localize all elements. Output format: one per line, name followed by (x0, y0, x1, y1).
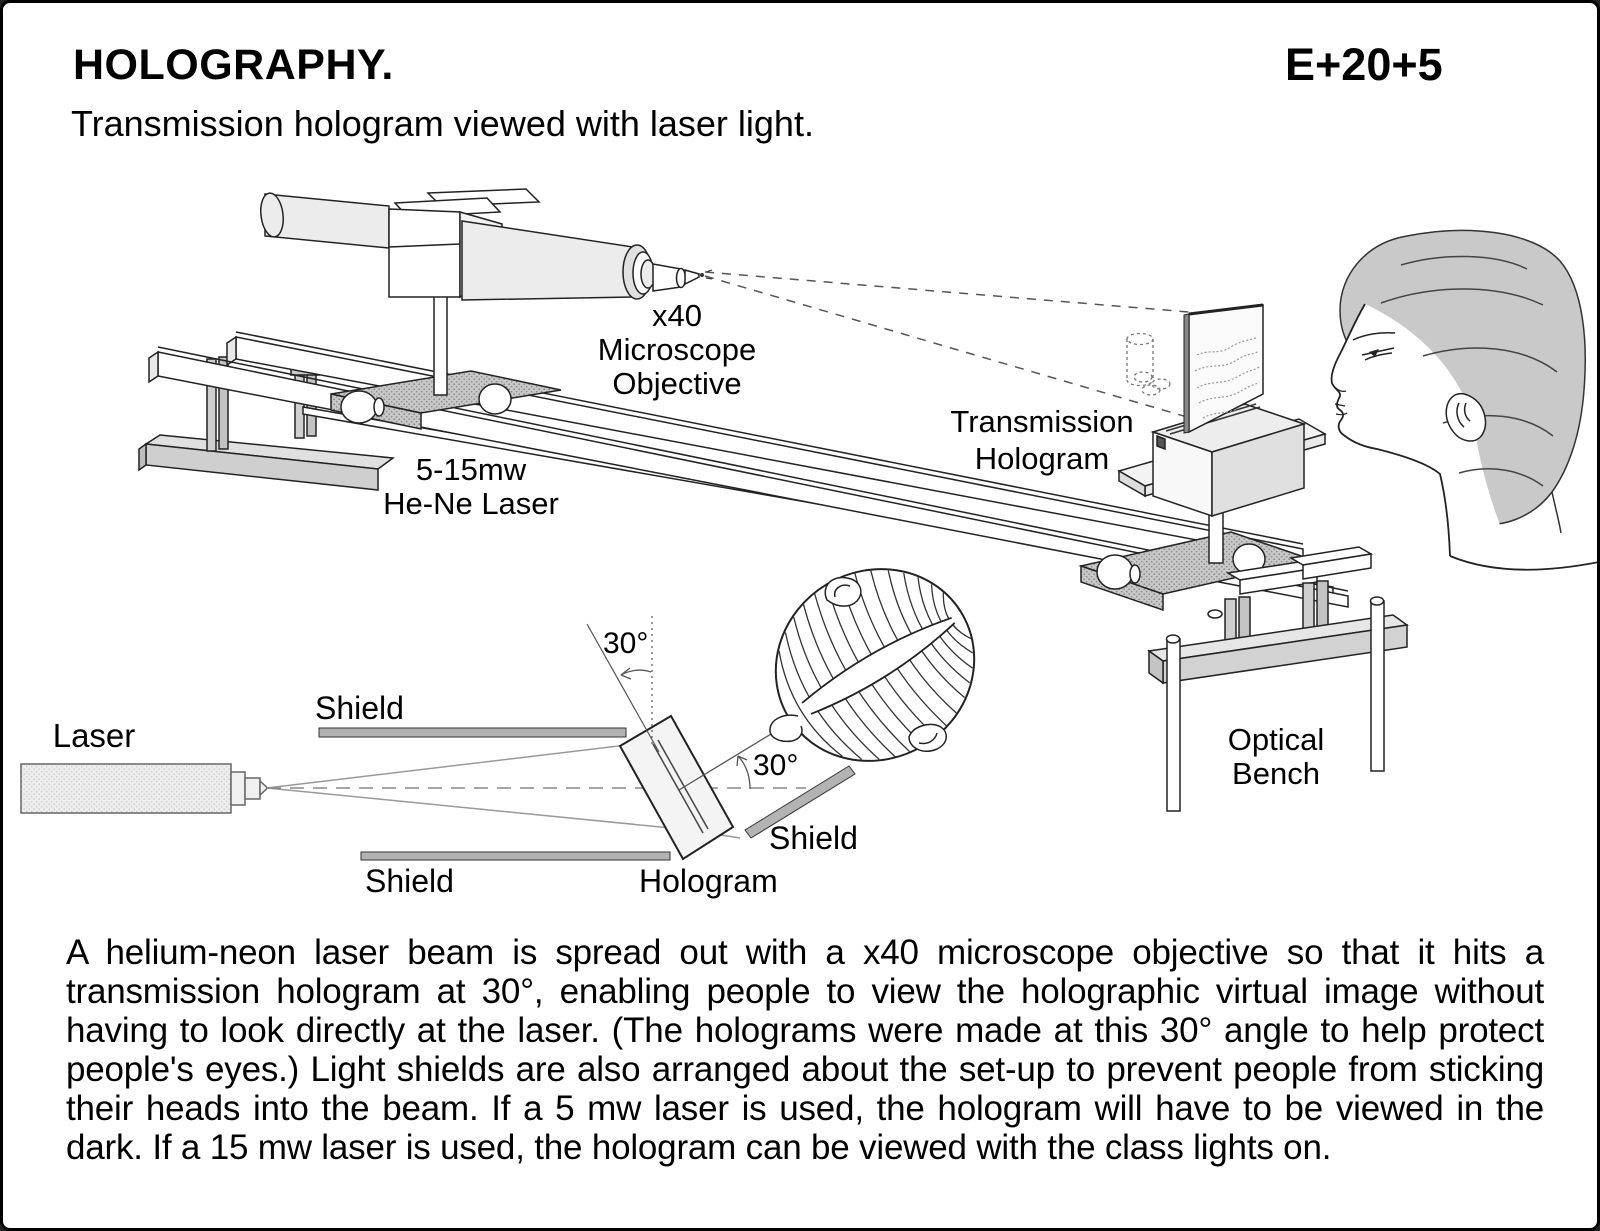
viewer-head-ears-nose (769, 576, 947, 752)
shield-right-bar (744, 765, 856, 839)
laser-mount-post (433, 294, 448, 396)
label-hene-laser: 5-15mw He-Ne Laser (383, 452, 559, 521)
hologram-holder-block (1150, 403, 1307, 518)
label-schematic-laser: Laser (52, 717, 136, 754)
label-angle-top: 30° (603, 627, 649, 660)
hologram-plate (1183, 303, 1264, 434)
label-angle-right: 30° (753, 749, 799, 782)
label-microscope-objective: x40 Microscope Objective (597, 298, 757, 401)
label-shield-bottom: Shield (365, 863, 454, 899)
page-title: HOLOGRAPHY. (73, 41, 394, 89)
schematic (20, 568, 976, 861)
viewer-head-top (774, 568, 976, 762)
label-shield-right: Shield (769, 820, 858, 856)
virtual-image-object (1126, 332, 1171, 396)
spread-beam-dashed (704, 271, 1190, 418)
page-code: E+20+5 (1285, 39, 1443, 90)
schematic-laser (20, 763, 268, 814)
viewer-ear (1445, 392, 1487, 442)
description-paragraph: A helium-neon laser beam is spread out w… (66, 933, 1544, 1167)
optical-bench-right-stand (1147, 546, 1409, 812)
label-optical-bench: Optical Bench (1227, 722, 1325, 791)
label-shield-top: Shield (315, 690, 404, 726)
page-subtitle: Transmission hologram viewed with laser … (71, 103, 814, 144)
viewer-eye (1352, 332, 1396, 361)
hologram-carriage (1078, 531, 1316, 612)
shield-bottom-bar (360, 851, 671, 861)
viewer-face (1330, 229, 1597, 571)
label-transmission-hologram: Transmission Hologram (950, 404, 1134, 476)
helium-neon-laser (260, 188, 713, 301)
label-schematic-hologram: Hologram (639, 863, 778, 899)
shield-top-bar (318, 727, 627, 738)
diagram-artwork (20, 188, 1597, 861)
